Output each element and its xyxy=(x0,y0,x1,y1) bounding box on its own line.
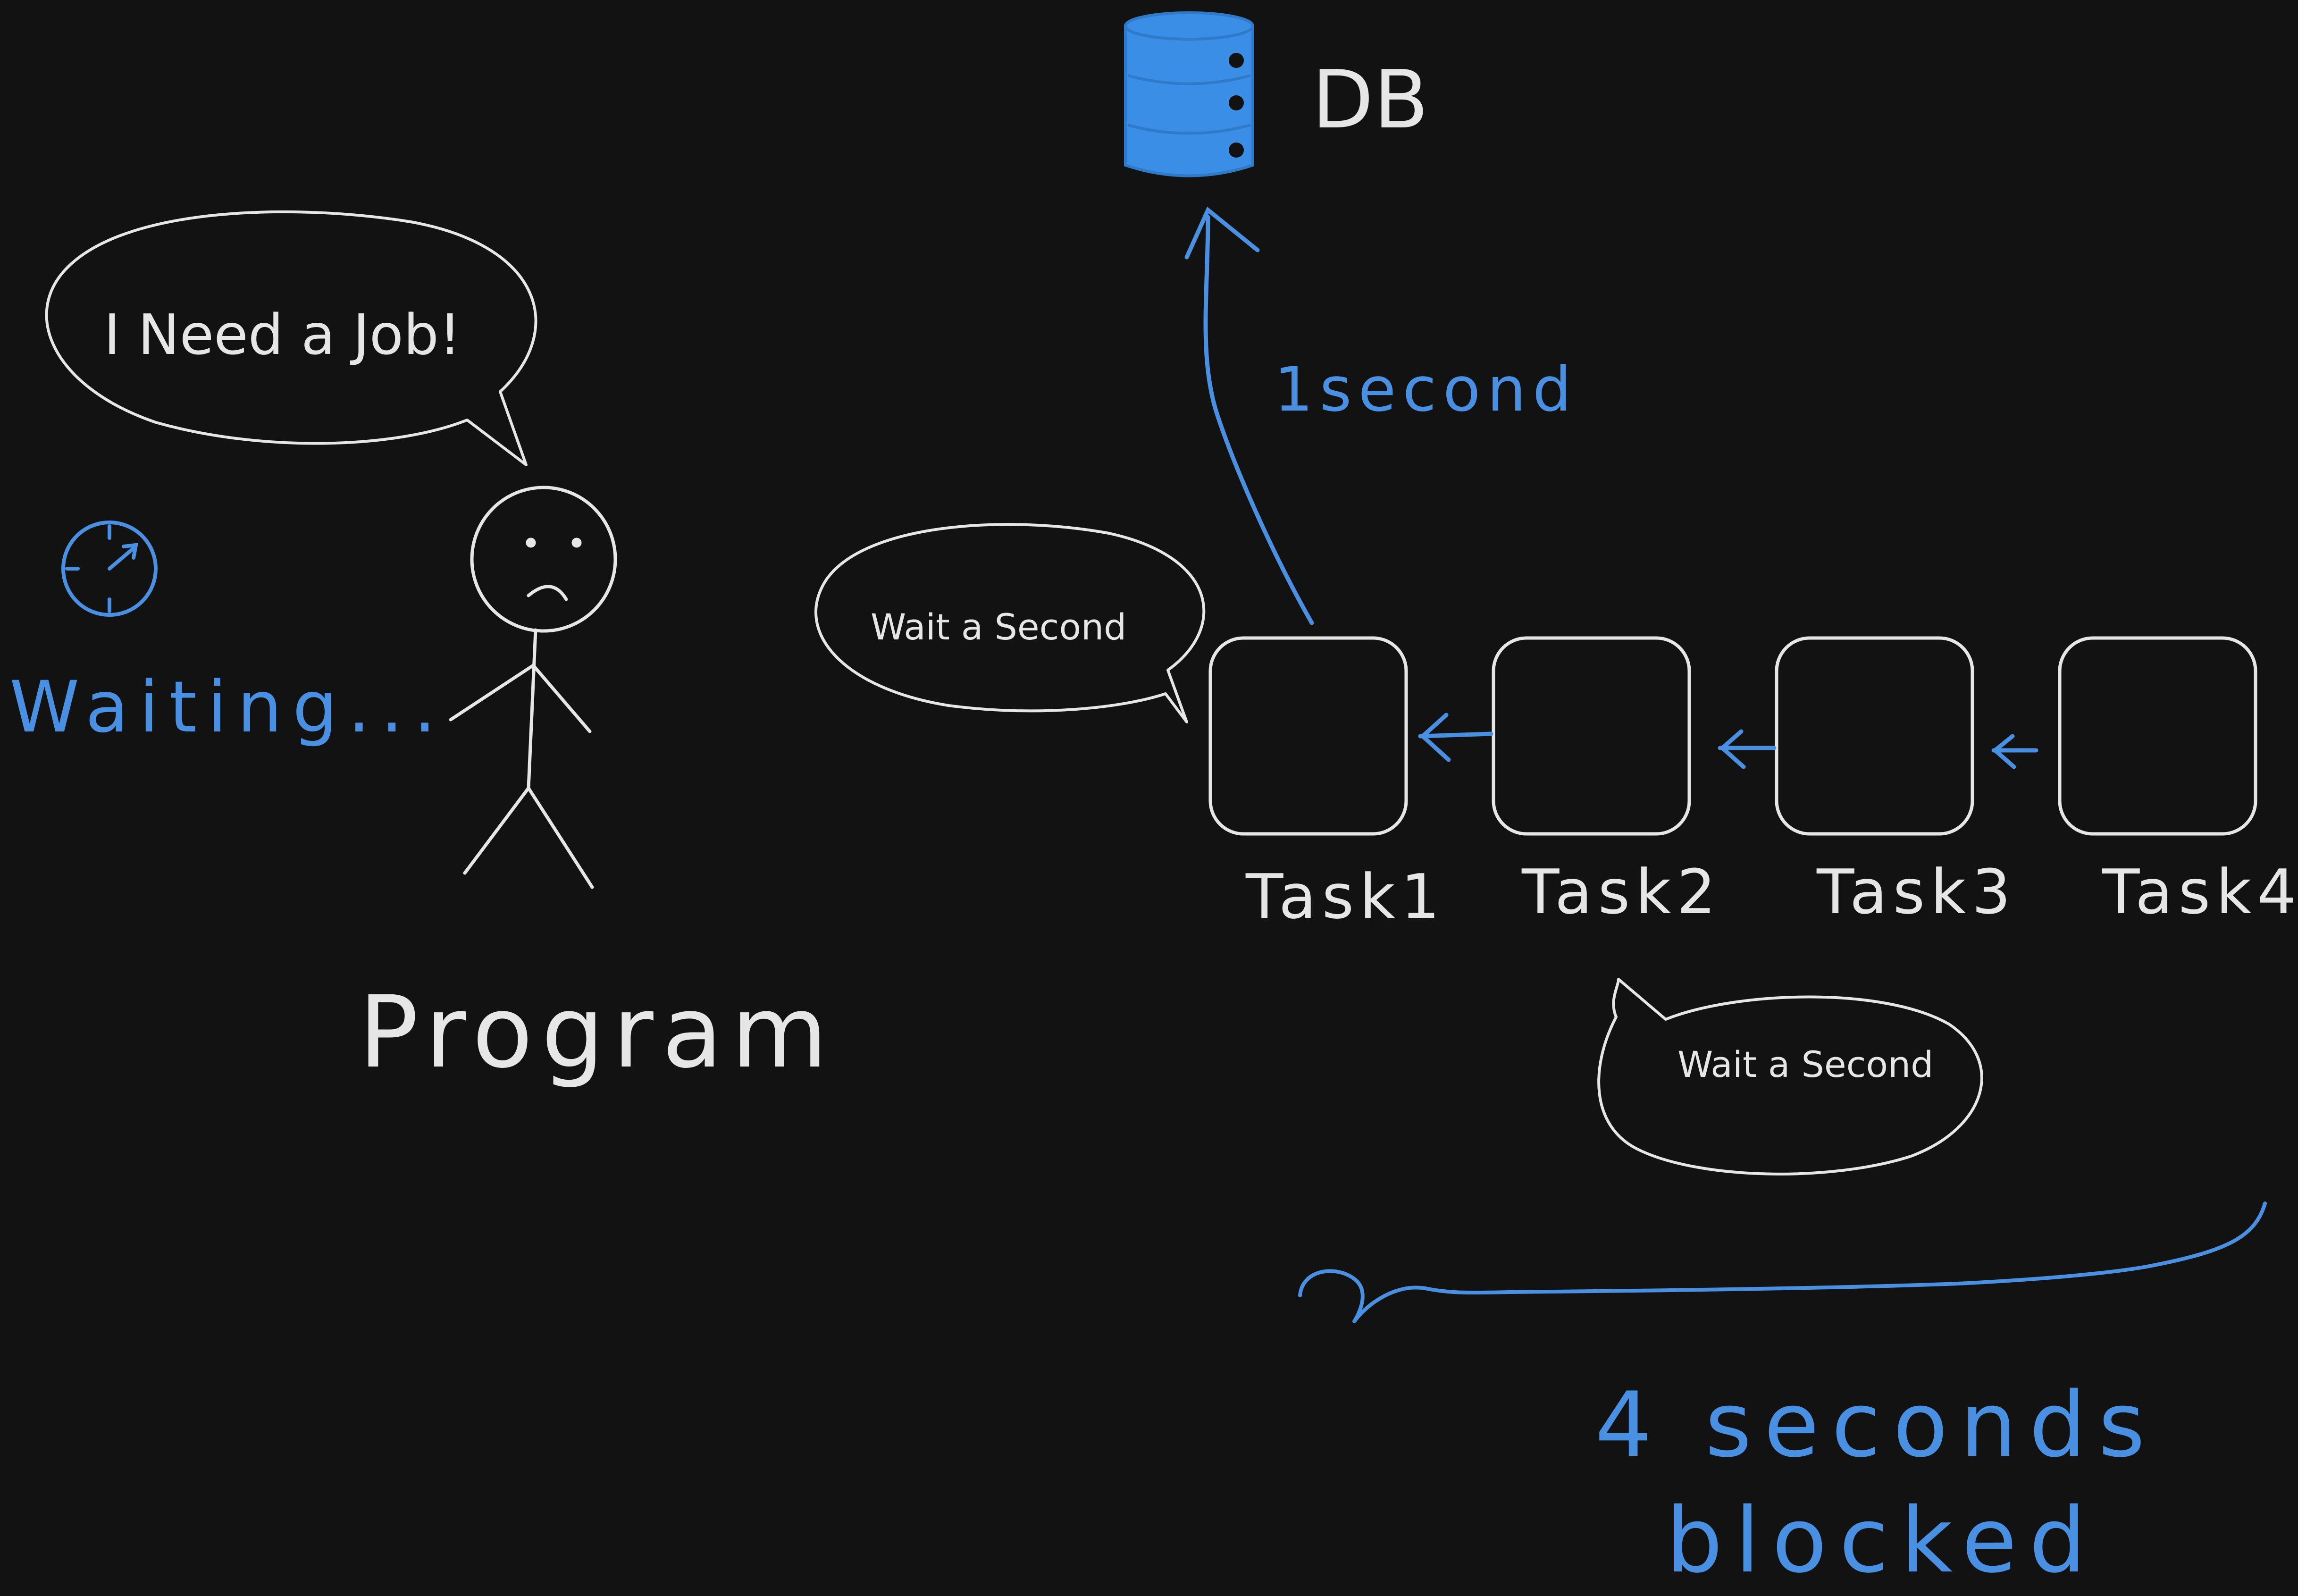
task-box-1 xyxy=(1208,636,1408,836)
program-label: Program xyxy=(359,974,836,1090)
task-label-3: Task3 xyxy=(1816,856,2016,928)
arrow-task3-to-task2 xyxy=(1718,729,1777,769)
speech-bubble-wait-bottom xyxy=(1597,978,1983,1176)
task-box-2 xyxy=(1492,636,1691,836)
speech-wait-top-text: Wait a Second xyxy=(871,606,1126,648)
task-label-2: Task2 xyxy=(1521,856,1721,928)
speech-bubble-need-job xyxy=(45,210,537,466)
task-label-1: Task1 xyxy=(1245,861,1445,932)
task-label-4: Task4 xyxy=(2102,856,2298,928)
clock-icon xyxy=(61,521,158,617)
speech-need-job-text: I Need a Job! xyxy=(104,302,461,367)
task-box-3 xyxy=(1775,636,1974,836)
arrow-task1-to-db xyxy=(1184,206,1314,625)
db-label: DB xyxy=(1312,53,1429,147)
database-icon xyxy=(1124,11,1254,177)
speech-wait-bottom-text: Wait a Second xyxy=(1677,1043,1933,1085)
arrow-task2-to-task1 xyxy=(1418,713,1493,762)
brace-four-seconds xyxy=(1298,1201,2267,1323)
stick-figure-program xyxy=(449,486,617,889)
blocked-label: blocked xyxy=(1666,1488,2098,1593)
arrow-task4-to-task3 xyxy=(1991,734,2038,769)
total-duration-label: 4 seconds xyxy=(1595,1373,2157,1477)
task-box-4 xyxy=(2058,636,2257,836)
speech-bubble-wait-top xyxy=(814,523,1206,723)
duration-one-label: 1second xyxy=(1274,353,1578,425)
waiting-label: Waiting... xyxy=(9,666,446,748)
